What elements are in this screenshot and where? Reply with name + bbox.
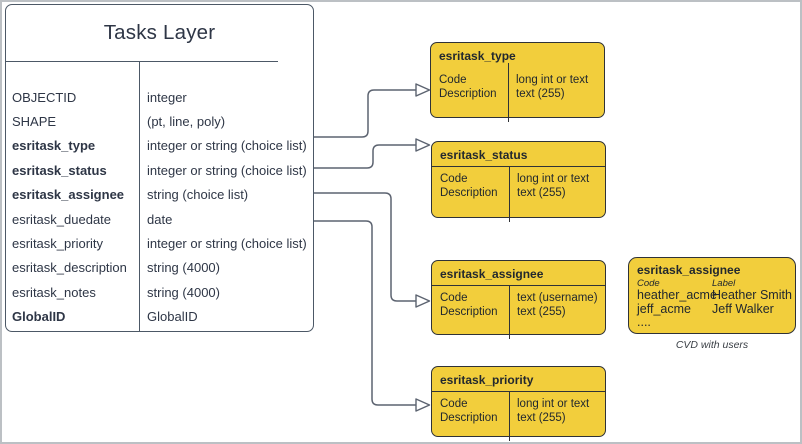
choice-table-body: Code Description long int or text text (… <box>432 392 605 425</box>
code-label: Code <box>440 398 468 410</box>
code-type: long int or text <box>517 398 590 410</box>
field-name: esritask_status <box>12 162 107 178</box>
field-row: GlobalID GlobalID <box>6 305 313 329</box>
choice-table-esritask-priority: esritask_priority Code Description long … <box>431 366 606 441</box>
cvd-row: heather_acme Heather Smith <box>637 288 795 303</box>
field-name: esritask_duedate <box>12 211 112 227</box>
code-label: Code <box>440 292 468 304</box>
connector-esritask-assignee <box>314 192 416 302</box>
column-divider <box>508 63 509 122</box>
field-row: esritask_type integer or string (choice … <box>6 134 313 158</box>
field-type: integer or string (choice list) <box>147 138 307 154</box>
description-type: text (255) <box>517 411 566 424</box>
open-arrowhead-icon <box>415 83 431 97</box>
description-label: Description <box>440 411 498 424</box>
cvd-label: Jeff Walker <box>712 301 774 316</box>
connector-esritask-status <box>314 144 416 169</box>
field-name: esritask_type <box>12 138 96 154</box>
cvd-row: jeff_acme Jeff Walker <box>637 301 795 317</box>
field-type: string (choice list) <box>147 187 249 203</box>
tasks-layer-table: Tasks Layer OBJECTID integer SHAPE (pt, … <box>5 4 314 332</box>
cvd-code: jeff_acme <box>637 301 691 316</box>
choice-table-title: esritask_assignee <box>432 261 605 286</box>
cvd-code: heather_acme <box>637 288 717 302</box>
cvd-code: .... <box>637 315 651 329</box>
open-arrowhead-icon <box>415 294 431 308</box>
code-label: Code <box>440 173 468 185</box>
column-divider <box>509 391 510 441</box>
field-name: esritask_priority <box>12 236 104 252</box>
field-row: esritask_assignee string (choice list) <box>6 183 313 207</box>
field-name: esritask_description <box>12 260 127 276</box>
column-divider <box>138 60 140 332</box>
cvd-label: Heather Smith <box>712 288 792 302</box>
open-arrowhead-icon <box>415 138 431 152</box>
open-arrowhead-icon <box>415 398 431 412</box>
field-name: SHAPE <box>12 114 57 130</box>
cvd-caption: CVD with users <box>675 339 749 351</box>
field-name: GlobalID <box>12 309 66 325</box>
label-column-header: Label <box>712 278 736 289</box>
choice-table-body: Code Description text (username) text (2… <box>432 286 605 319</box>
field-type: integer or string (choice list) <box>147 162 307 178</box>
cvd-header-row: Code Label <box>637 278 795 289</box>
tasks-layer-title: Tasks Layer <box>103 20 216 44</box>
description-label: Description <box>439 87 497 100</box>
field-rows: OBJECTID integer SHAPE (pt, line, poly) … <box>6 85 313 329</box>
cvd-row: .... <box>637 315 795 330</box>
code-type: long int or text <box>516 74 589 86</box>
choice-table-title: esritask_status <box>432 142 605 167</box>
field-name: esritask_notes <box>12 284 96 300</box>
code-type: text (username) <box>517 292 598 304</box>
field-row: OBJECTID integer <box>6 85 313 109</box>
code-label: Code <box>439 74 467 86</box>
field-type: GlobalID <box>147 309 198 325</box>
description-type: text (255) <box>516 87 565 100</box>
field-type: integer or string (choice list) <box>147 236 307 252</box>
field-type: date <box>147 211 173 227</box>
cvd-table-esritask-assignee: esritask_assignee Code Label heather_acm… <box>628 257 796 334</box>
field-name: esritask_assignee <box>12 187 125 203</box>
field-row: SHAPE (pt, line, poly) <box>6 109 313 133</box>
code-column-header: Code <box>637 278 660 289</box>
description-label: Description <box>440 186 498 199</box>
choice-table-body: Code Description long int or text text (… <box>432 167 605 200</box>
field-type: string (4000) <box>147 260 220 276</box>
description-label: Description <box>440 305 498 318</box>
field-type: integer <box>147 89 187 105</box>
choice-table-title: esritask_type <box>439 49 516 63</box>
description-type: text (255) <box>517 305 566 318</box>
field-name: OBJECTID <box>12 89 77 105</box>
choice-table-esritask-assignee: esritask_assignee Code Description text … <box>431 260 606 339</box>
choice-table-title: esritask_priority <box>432 367 605 392</box>
field-type: string (4000) <box>147 284 220 300</box>
field-type: (pt, line, poly) <box>147 114 226 130</box>
choice-table-body: Code Description long int or text text (… <box>431 68 604 101</box>
column-divider <box>509 285 510 339</box>
title-divider <box>5 60 278 62</box>
description-type: text (255) <box>517 186 566 199</box>
choice-table-esritask-status: esritask_status Code Description long in… <box>431 141 606 222</box>
column-divider <box>509 166 510 222</box>
connector-esritask-priority <box>314 220 416 406</box>
code-type: long int or text <box>517 173 590 185</box>
field-row: esritask_notes string (4000) <box>6 280 313 304</box>
connector-esritask-type <box>314 89 416 138</box>
choice-table-esritask-type: esritask_type Code Description long int … <box>430 42 605 122</box>
field-row: esritask_description string (4000) <box>6 256 313 280</box>
field-row: esritask_priority integer or string (cho… <box>6 231 313 255</box>
field-row: esritask_status integer or string (choic… <box>6 158 313 182</box>
cvd-table-title: esritask_assignee <box>637 263 741 277</box>
field-row: esritask_duedate date <box>6 207 313 231</box>
